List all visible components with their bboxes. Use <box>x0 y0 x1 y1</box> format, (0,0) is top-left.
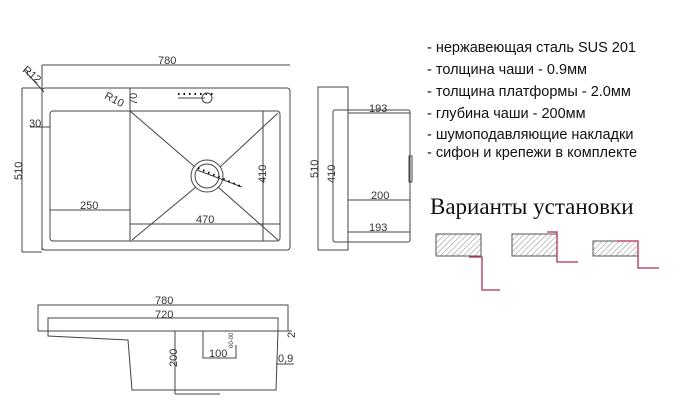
install-title: Варианты установки <box>430 194 634 219</box>
spec-item: - нержавеющая сталь SUS 201 <box>427 40 636 56</box>
spec-item: - толщина платформы - 2.0мм <box>427 84 631 100</box>
spec-item: - глубина чаши - 200мм <box>427 106 586 122</box>
dim-side-height: 510 <box>309 160 321 178</box>
dim-wing: 250 <box>80 200 98 212</box>
dim-overflow: 100 <box>209 348 227 360</box>
dim-side-top: 193 <box>369 103 387 115</box>
install-overmount <box>592 240 659 269</box>
dim-corner-radius: R12 <box>20 64 43 86</box>
dim-bowl-length: 410 <box>257 165 269 183</box>
install-variants <box>435 231 659 291</box>
dim-bowl-radius: R10 <box>102 90 125 110</box>
spec-item: - шумоподавляющие накладки <box>427 127 634 143</box>
spec-item: - сифон и крепежи в комплекте <box>427 145 638 161</box>
dim-height: 510 <box>13 162 25 180</box>
side-view: 510 410 193 200 193 <box>309 86 413 251</box>
drain-icon <box>190 159 224 193</box>
overflow-label: 00-00 <box>229 332 235 348</box>
dim-side-mid: 200 <box>371 190 389 202</box>
spec-item: - толщина чаши - 0.9мм <box>427 62 588 78</box>
overflow-icon <box>201 92 213 104</box>
dim-bowl-thickness: 0,9 <box>278 353 293 365</box>
dim-depth: 200 <box>168 349 180 367</box>
dim-front-width: 780 <box>155 295 173 307</box>
dim-width: 780 <box>158 55 176 67</box>
dim-front-inner: 720 <box>155 309 173 321</box>
dim-offset: 70 <box>128 93 140 105</box>
front-view: 780 720 2 200 100 00-00 0,9 <box>37 295 298 395</box>
install-flush <box>511 231 578 263</box>
dim-side-bowl: 410 <box>326 165 338 183</box>
top-view: 780 R12 R10 70 30 510 250 470 410 <box>13 55 291 253</box>
dim-margin: 30 <box>29 118 41 130</box>
dim-bowl-width: 470 <box>196 214 214 226</box>
dim-platform: 2 <box>286 332 298 338</box>
dim-side-bottom: 193 <box>369 222 387 234</box>
install-undermount <box>435 233 500 291</box>
